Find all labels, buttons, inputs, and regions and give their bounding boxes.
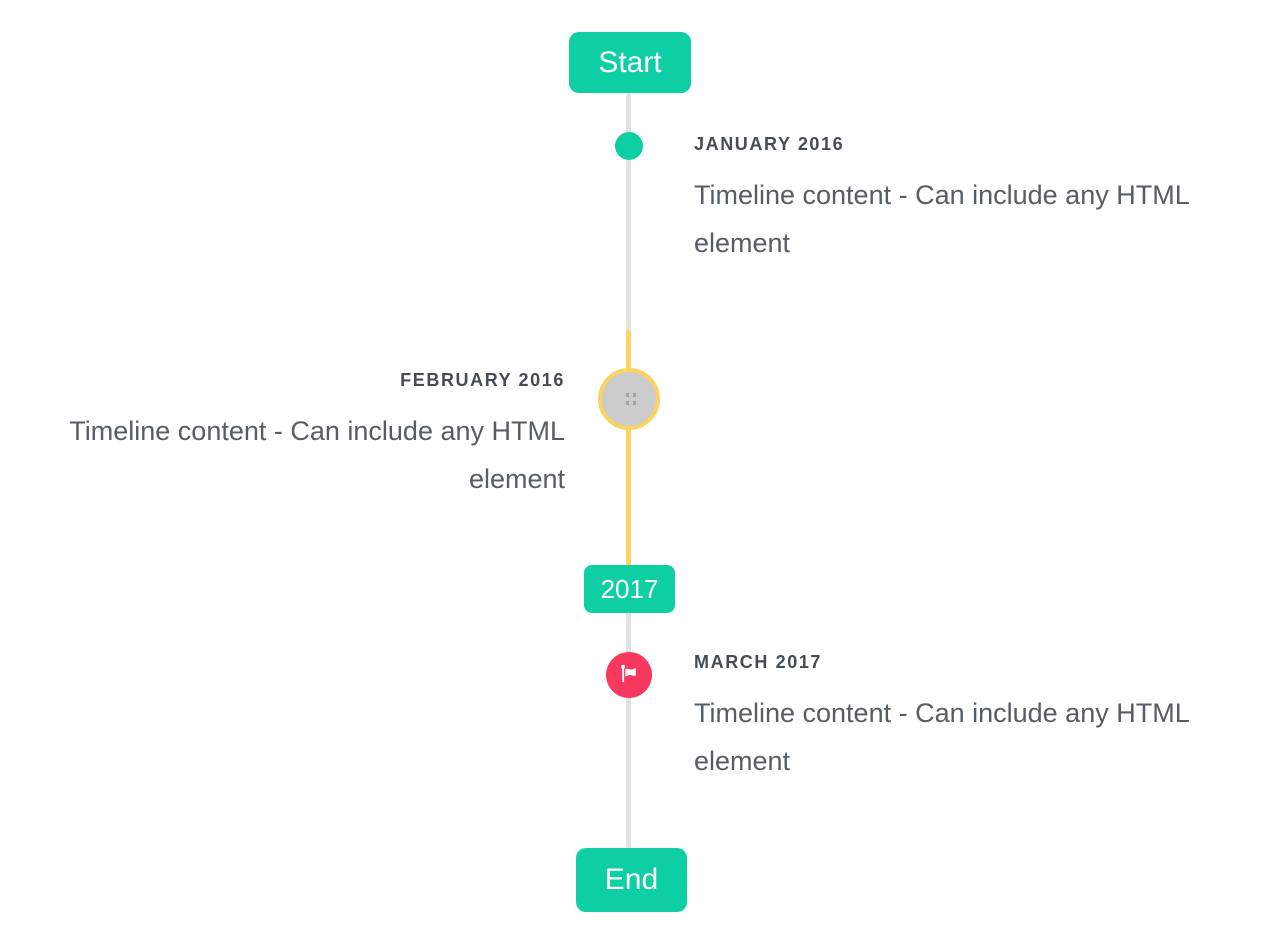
entry-date-february: FEBRUARY 2016 bbox=[400, 370, 565, 390]
entry-date-march: MARCH 2017 bbox=[694, 652, 823, 672]
entry-content-february: Timeline content - Can include any HTML … bbox=[69, 416, 565, 494]
entry-content-january: Timeline content - Can include any HTML … bbox=[694, 180, 1189, 258]
timeline-line-highlight bbox=[626, 330, 631, 566]
january-dot-marker bbox=[615, 132, 643, 160]
march-flag-marker bbox=[606, 652, 652, 698]
end-button[interactable]: End bbox=[576, 848, 687, 912]
entry-content-march: Timeline content - Can include any HTML … bbox=[694, 698, 1189, 776]
february-avatar-marker bbox=[598, 368, 660, 430]
start-button[interactable]: Start bbox=[569, 32, 691, 93]
flag-icon bbox=[621, 664, 636, 683]
year-badge-2017[interactable]: 2017 bbox=[584, 565, 675, 613]
entry-date-january: JANUARY 2016 bbox=[694, 134, 845, 154]
broken-image-icon bbox=[625, 393, 629, 397]
